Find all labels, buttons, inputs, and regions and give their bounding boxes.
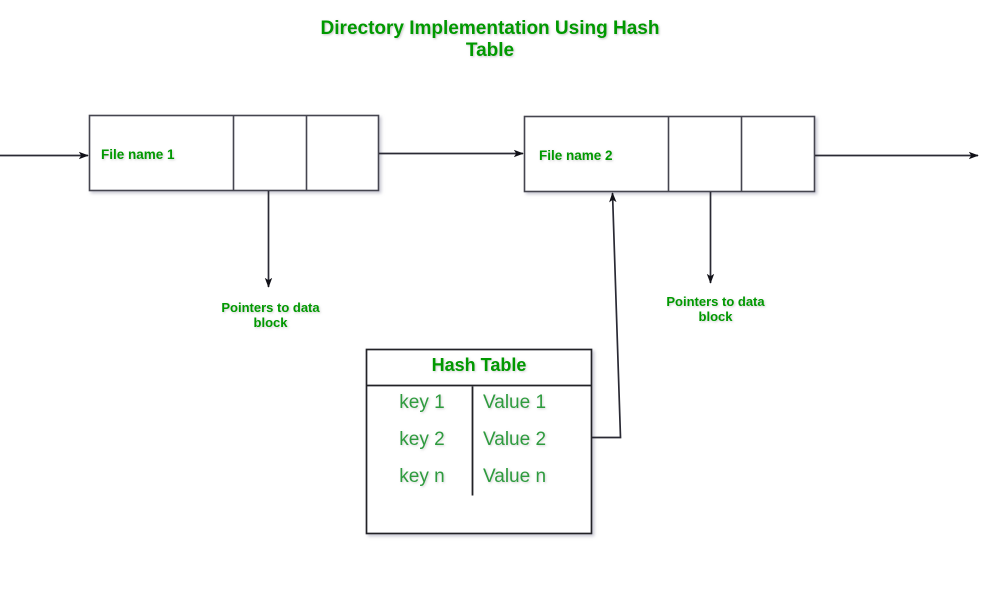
hash-table-box (365, 348, 593, 535)
pointer-label-1: Pointers to data block (221, 300, 320, 331)
file-entry-2-name-label: File name 2 (539, 148, 613, 163)
connector-lines (0, 149, 979, 439)
hash-table-value-cell: Value 2 (483, 429, 547, 450)
hash-table-to-entry2-arrow-path (592, 192, 622, 439)
file-entry-1-box (88, 114, 380, 192)
file-entry-2-box (523, 115, 816, 193)
hash-table-value-cell: Value 1 (483, 392, 547, 413)
hash-table-value-cell: Value n (483, 466, 547, 487)
file-entry-1-name-label: File name 1 (101, 147, 175, 162)
pointer-label-2: Pointers to data block (666, 294, 765, 325)
hash-table-title: Hash Table (431, 355, 527, 375)
hash-table-key-cell: key 2 (399, 429, 445, 450)
hash-table-key-cell: key 1 (399, 392, 445, 413)
page-title: Directory Implementation Using Hash Tabl… (320, 18, 660, 62)
hash-table-key-cell: key n (399, 466, 445, 487)
